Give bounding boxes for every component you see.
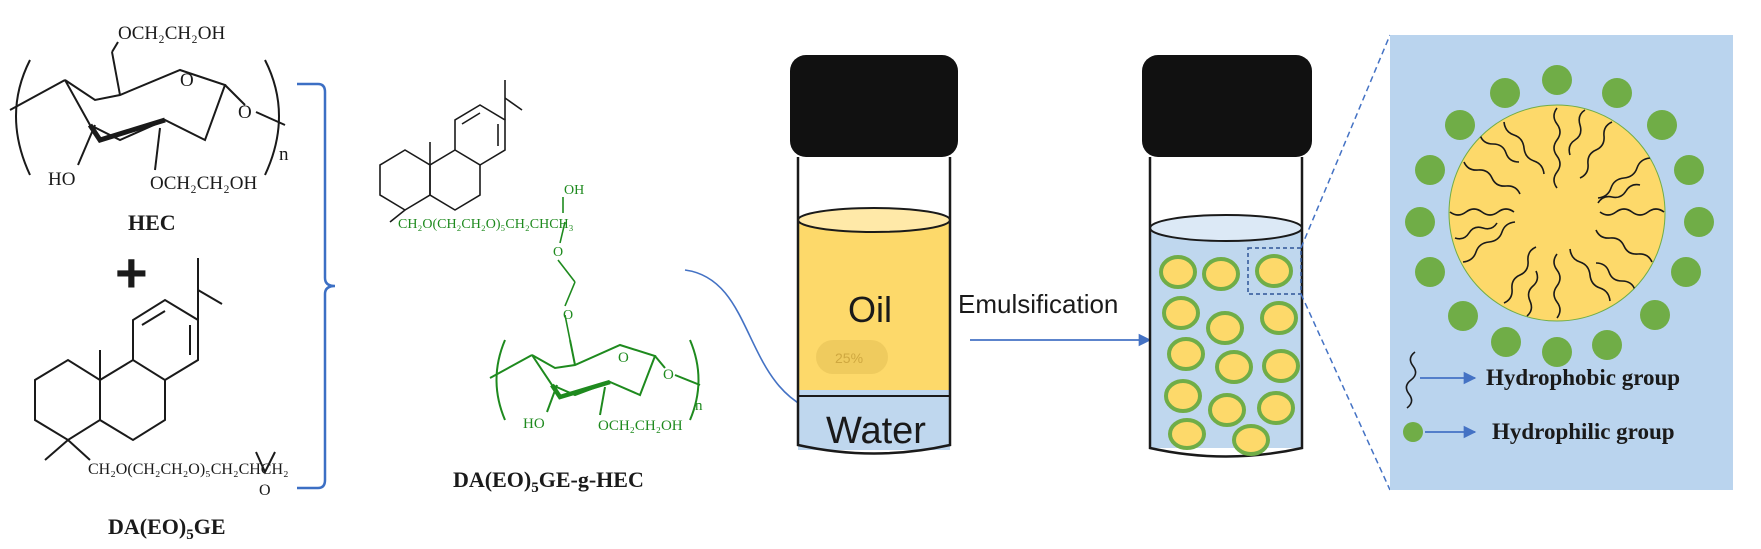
product-ring-o: O <box>618 350 629 366</box>
da-eo5ge-structure <box>34 258 276 475</box>
zoom-line-bottom <box>1300 293 1391 491</box>
hec-structure <box>9 41 286 176</box>
droplet-magnified <box>1405 65 1714 367</box>
hydrophobic-legend-icon <box>1405 351 1417 409</box>
vial-before <box>790 55 958 455</box>
product-link-o: O <box>663 367 674 383</box>
hec-label: HEC <box>128 210 176 235</box>
da-eo5ge-chain: CH₂O(CH₂CH₂O)₅CH₂CHCH₂ <box>88 461 289 478</box>
droplet <box>1257 391 1295 425</box>
product-chain: CH₂O(CH₂CH₂O)₅CH₂CHCH₃ <box>398 217 574 232</box>
product-oh: OH <box>564 183 584 198</box>
product-right-paren <box>689 339 700 421</box>
hec-ho: HO <box>48 169 75 190</box>
da-eo5ge-label: DA(EO)5GE <box>108 514 226 543</box>
product-label: DA(EO)5GE-g-HEC <box>453 467 644 496</box>
product-sub-bottom: OCH₂CH₂OH <box>598 418 683 434</box>
reactant-bracket <box>297 82 336 490</box>
droplet <box>1202 257 1240 291</box>
product-ether-o2: O <box>563 308 573 323</box>
hydrophilic-legend-label: Hydrophilic group <box>1492 419 1675 444</box>
zoom-line-top <box>1300 34 1391 249</box>
hydrophilic-heads <box>1405 65 1714 367</box>
water-layer <box>798 388 950 450</box>
droplet <box>1255 254 1293 288</box>
plus-sign: + <box>115 241 148 304</box>
droplet <box>1164 379 1202 413</box>
hec-left-paren <box>15 59 31 176</box>
hydrophobic-tails <box>1449 107 1665 319</box>
droplet <box>1208 393 1246 427</box>
product-hec-backbone <box>489 339 701 421</box>
emulsion-droplets <box>1159 254 1300 456</box>
product-left-paren <box>495 339 506 421</box>
droplet <box>1206 311 1244 345</box>
droplet <box>1262 349 1300 383</box>
zoom-selection-box <box>1247 247 1302 295</box>
hec-right-paren <box>264 59 280 176</box>
vial-after-cap <box>1142 55 1312 157</box>
product-hydrophobe <box>379 80 523 223</box>
progress-badge-text: 25% <box>835 350 863 366</box>
water-label: Water <box>826 410 926 452</box>
droplet <box>1260 301 1298 335</box>
legend: Hydrophobic group Hydrophilic group <box>1403 351 1680 444</box>
hec-sub-bottom: OCH₂CH₂OH <box>150 173 257 194</box>
droplet <box>1162 296 1200 330</box>
hec-repeat-n: n <box>279 144 289 165</box>
product-repeat-n: n <box>695 398 703 414</box>
hec-ring-o: O <box>180 70 194 91</box>
da-eo5ge-epoxide-o: O <box>259 482 271 499</box>
product-grafted-chain <box>557 197 576 341</box>
product-ho: HO <box>523 416 545 432</box>
hydrophobic-legend-label: Hydrophobic group <box>1486 365 1680 390</box>
hec-link-o: O <box>238 102 252 123</box>
droplet <box>1232 424 1270 456</box>
vial-before-cap <box>790 55 958 157</box>
oil-label: Oil <box>848 289 892 330</box>
hec-sub-top: OCH₂CH₂OH <box>118 23 225 44</box>
hydrophilic-legend-icon <box>1403 422 1423 442</box>
droplet <box>1168 418 1206 450</box>
droplet <box>1159 255 1197 289</box>
progress-badge: 25% <box>816 340 888 374</box>
droplet <box>1215 350 1253 384</box>
product-ether-o: O <box>553 245 563 260</box>
droplet <box>1167 337 1205 371</box>
emulsification-label: Emulsification <box>958 289 1118 319</box>
